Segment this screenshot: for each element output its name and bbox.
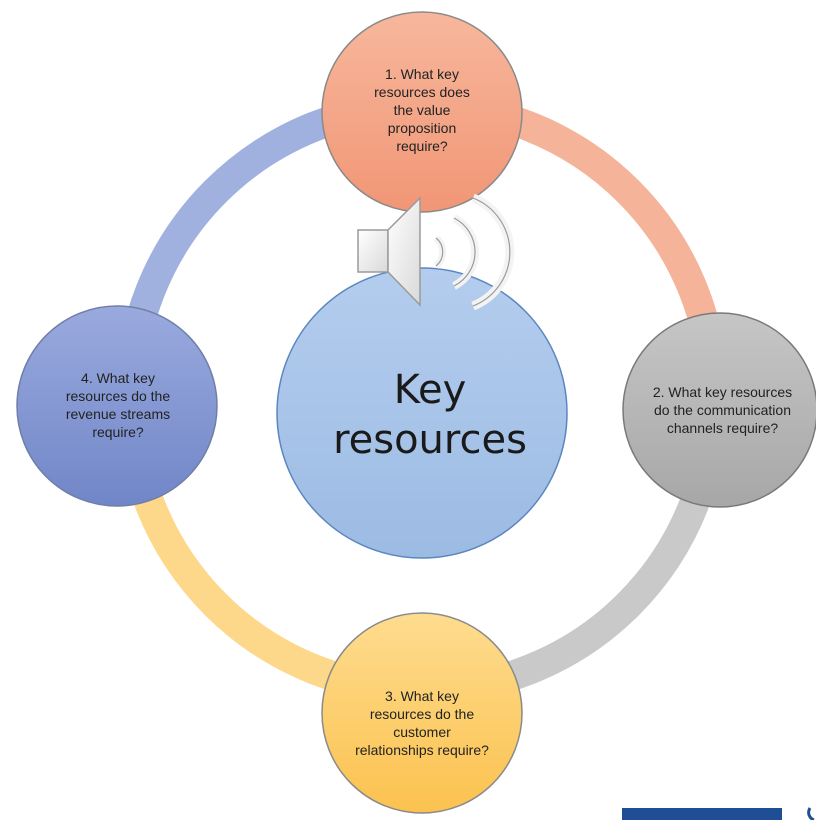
speaker-icon[interactable] xyxy=(357,193,515,311)
center-title: Key resources xyxy=(320,355,540,475)
node-circle-top xyxy=(321,11,523,213)
node-circle-bottom xyxy=(321,612,523,814)
center-circle xyxy=(276,267,568,559)
node-circle-left xyxy=(16,305,218,507)
brand-bar xyxy=(622,808,782,820)
node-label-bottom: 3. What key resources do the customer re… xyxy=(355,688,489,758)
partial-logo-icon xyxy=(800,806,816,820)
node-circle-right xyxy=(622,312,816,508)
node-label-top: 1. What key resources does the value pro… xyxy=(374,66,470,154)
node-label-left: 4. What key resources do the revenue str… xyxy=(65,370,171,440)
center-title-line2: resources xyxy=(333,417,527,463)
node-label-right: 2. What key resources do the communicati… xyxy=(652,384,793,436)
center-title-line1: Key xyxy=(393,367,467,413)
